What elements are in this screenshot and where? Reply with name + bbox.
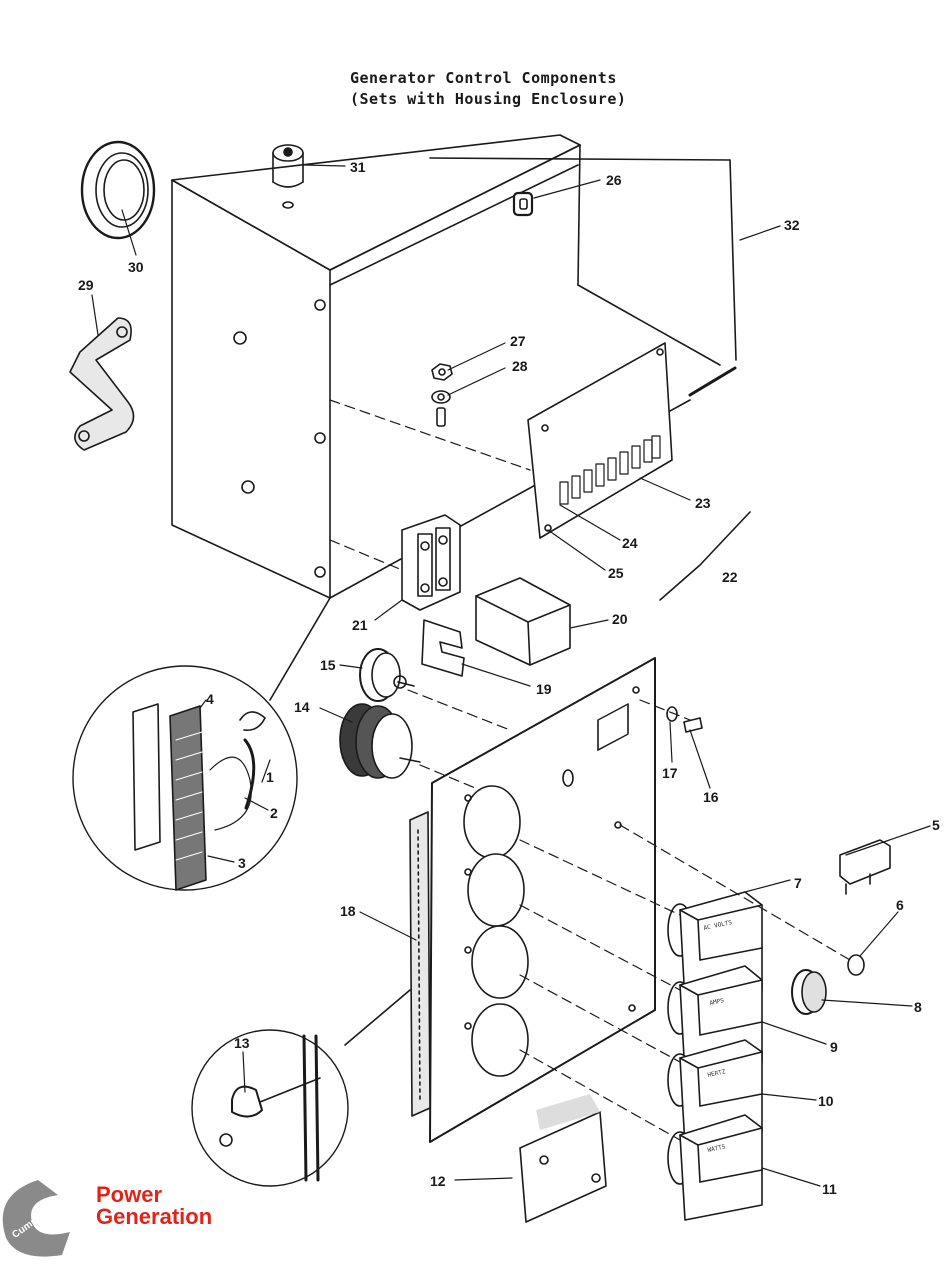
rotary-switch-part-14 <box>339 703 421 779</box>
knob-part-8 <box>791 969 827 1015</box>
terminal-block-part-21 <box>401 514 461 611</box>
callout-2: 2 <box>270 805 278 821</box>
callout-3: 3 <box>238 855 246 871</box>
standoff-part-31 <box>272 144 304 209</box>
lamp-part-6 <box>847 954 865 976</box>
relay-part-20 <box>475 577 571 666</box>
cummins-logo-mark: Cummins <box>2 1180 70 1257</box>
hinge-part-18 <box>409 811 431 1117</box>
meter-label-hertz: HERTZ <box>707 1068 727 1079</box>
callout-16: 16 <box>703 789 719 805</box>
detail-view-terminal <box>72 597 331 891</box>
callout-24: 24 <box>622 535 638 551</box>
callout-27: 27 <box>510 333 526 349</box>
meter-watts <box>667 1114 763 1221</box>
callout-6: 6 <box>896 897 904 913</box>
housing-enclosure <box>171 134 737 599</box>
callout-32: 32 <box>784 217 800 233</box>
circuit-board-part-22 <box>527 342 751 601</box>
callout-7: 7 <box>794 875 802 891</box>
meter-label-watts: WATTS <box>707 1143 727 1154</box>
brand-line-1: Power <box>96 1182 163 1207</box>
callout-21: 21 <box>352 617 368 633</box>
power-generation-logo: Power Generation <box>96 1184 212 1228</box>
leader-lines <box>91 164 931 1187</box>
callout-20: 20 <box>612 611 628 627</box>
callout-28: 28 <box>512 358 528 374</box>
knob-part-15 <box>359 648 415 702</box>
ground-strap-part-29 <box>69 317 135 451</box>
callout-4: 4 <box>206 691 214 707</box>
diagram-title: Generator Control Components (Sets with … <box>350 68 626 110</box>
callout-14: 14 <box>294 699 310 715</box>
grommet-part-30 <box>80 140 156 240</box>
callout-17: 17 <box>662 765 678 781</box>
meters-group <box>667 891 763 1221</box>
callout-18: 18 <box>340 903 356 919</box>
callout-8: 8 <box>914 999 922 1015</box>
assembly-guide-lines <box>329 399 851 1141</box>
screw-washer-16-17 <box>666 706 703 733</box>
callout-30: 30 <box>128 259 144 275</box>
callout-29: 29 <box>78 277 94 293</box>
fasteners-27-28 <box>431 363 453 427</box>
callout-numbers: 31 26 32 30 29 27 28 23 24 25 22 21 20 1… <box>78 159 940 1197</box>
callout-10: 10 <box>818 1093 834 1109</box>
callout-31: 31 <box>350 159 366 175</box>
callout-13: 13 <box>234 1035 250 1051</box>
callout-1: 1 <box>266 769 274 785</box>
callout-5: 5 <box>932 817 940 833</box>
switch-part-5 <box>839 839 891 895</box>
clip-part-26 <box>512 191 534 217</box>
detail-view-clip <box>191 989 411 1187</box>
brand-line-2: Generation <box>96 1204 213 1229</box>
meter-label-amps: AMPS <box>709 997 725 1007</box>
callout-25: 25 <box>608 565 624 581</box>
bracket-part-19 <box>421 619 465 677</box>
callout-22: 22 <box>722 569 738 585</box>
callout-26: 26 <box>606 172 622 188</box>
callout-9: 9 <box>830 1039 838 1055</box>
callout-15: 15 <box>320 657 336 673</box>
back-panel-edge <box>429 157 737 361</box>
callout-11: 11 <box>822 1181 837 1197</box>
callout-19: 19 <box>536 681 552 697</box>
control-panel-front <box>429 657 656 1143</box>
cover-plate-part-12 <box>519 1094 607 1223</box>
callout-23: 23 <box>695 495 711 511</box>
callout-12: 12 <box>430 1173 446 1189</box>
title-line-1: Generator Control Components <box>350 69 617 87</box>
title-line-2: (Sets with Housing Enclosure) <box>350 90 627 108</box>
